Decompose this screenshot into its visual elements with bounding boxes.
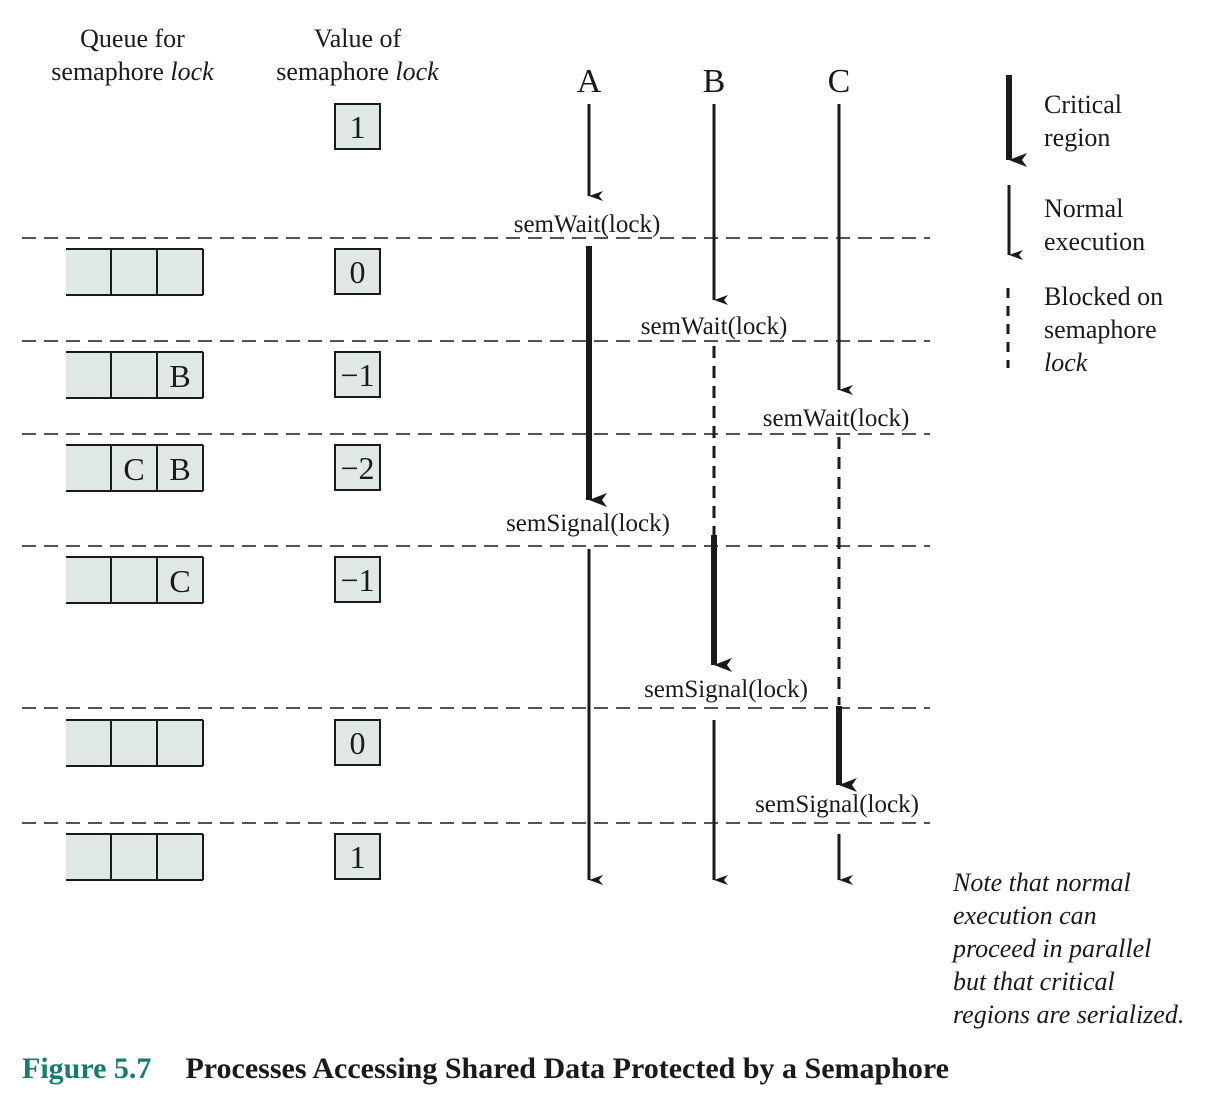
- queue-box: [66, 719, 204, 767]
- queue-fill: [66, 445, 203, 491]
- process-label-c: C: [828, 63, 851, 100]
- value-boxes: 1 0 −1 −2 −1 0 1: [334, 103, 381, 880]
- legend-blocked-label: Blocked on semaphore lock: [1044, 282, 1164, 377]
- queue-box: C: [66, 556, 204, 604]
- legend-icons: [1006, 75, 1027, 368]
- queue-entry: B: [169, 358, 190, 394]
- value-box-frame: [334, 556, 381, 603]
- semaphore-value-box: 1: [334, 833, 381, 880]
- value-header-line1: Value of: [313, 24, 402, 53]
- queue-fill: [66, 352, 203, 398]
- legend-critical-label: Critical region: [1044, 90, 1122, 152]
- process-lines: [586, 104, 857, 885]
- step-dividers: [22, 237, 930, 824]
- figure-caption: Figure 5.7 Processes Accessing Shared Dat…: [22, 1052, 949, 1086]
- operation-label: semSignal(lock): [755, 791, 919, 818]
- queue-fill: [66, 720, 203, 766]
- process-labels: A B C: [577, 63, 851, 100]
- serialization-note: Note that normal execution can proceed i…: [953, 868, 1185, 1029]
- semaphore-value-box: 1: [334, 103, 381, 150]
- semaphore-value-box: −2: [334, 444, 381, 491]
- figure-number: Figure 5.7: [22, 1052, 152, 1085]
- semaphore-value-box: −1: [334, 351, 381, 398]
- semaphore-value: 0: [350, 254, 366, 290]
- semaphore-value: 1: [350, 109, 366, 145]
- value-box-frame: [334, 248, 381, 295]
- queue-entry: B: [169, 451, 190, 487]
- semaphore-value-box: −1: [334, 556, 381, 603]
- operation-label: semSignal(lock): [644, 676, 808, 703]
- value-box-frame: [334, 351, 381, 398]
- queue-box: B: [66, 351, 204, 399]
- semaphore-value-box: 0: [334, 248, 381, 295]
- process-label-a: A: [577, 63, 602, 100]
- queue-fill: [66, 557, 203, 603]
- operation-label: semWait(lock): [641, 313, 788, 340]
- value-column-header: Value of semaphore lock: [255, 22, 460, 88]
- queue-fill: [66, 249, 203, 295]
- queue-column-header: Queue for semaphore lock: [30, 22, 235, 88]
- operation-label: semSignal(lock): [506, 510, 670, 537]
- queue-entry: C: [169, 563, 190, 599]
- semaphore-value: −1: [340, 357, 374, 393]
- operation-labels: semWait(lock) semWait(lock) semWait(lock) s…: [506, 211, 919, 818]
- value-box-frame: [334, 103, 381, 150]
- semaphore-value: 0: [350, 725, 366, 761]
- queue-box: [66, 248, 204, 296]
- queue-entry: C: [123, 451, 144, 487]
- value-box-frame: [334, 833, 381, 880]
- legend-normal-label: Normal execution: [1044, 194, 1146, 256]
- operation-label: semWait(lock): [763, 405, 910, 432]
- queue-box: [66, 833, 204, 881]
- queue-fill: [66, 834, 203, 880]
- operation-label: semWait(lock): [514, 211, 661, 238]
- figure-title: Processes Accessing Shared Data Protecte…: [185, 1052, 949, 1085]
- semaphore-value: 1: [350, 839, 366, 875]
- queue-header-line1: Queue for: [80, 24, 185, 53]
- process-label-b: B: [703, 63, 726, 100]
- semaphore-value-box: 0: [334, 719, 381, 766]
- semaphore-value: −2: [340, 450, 374, 486]
- value-box-frame: [334, 444, 381, 491]
- value-box-frame: [334, 719, 381, 766]
- semaphore-value: −1: [340, 562, 374, 598]
